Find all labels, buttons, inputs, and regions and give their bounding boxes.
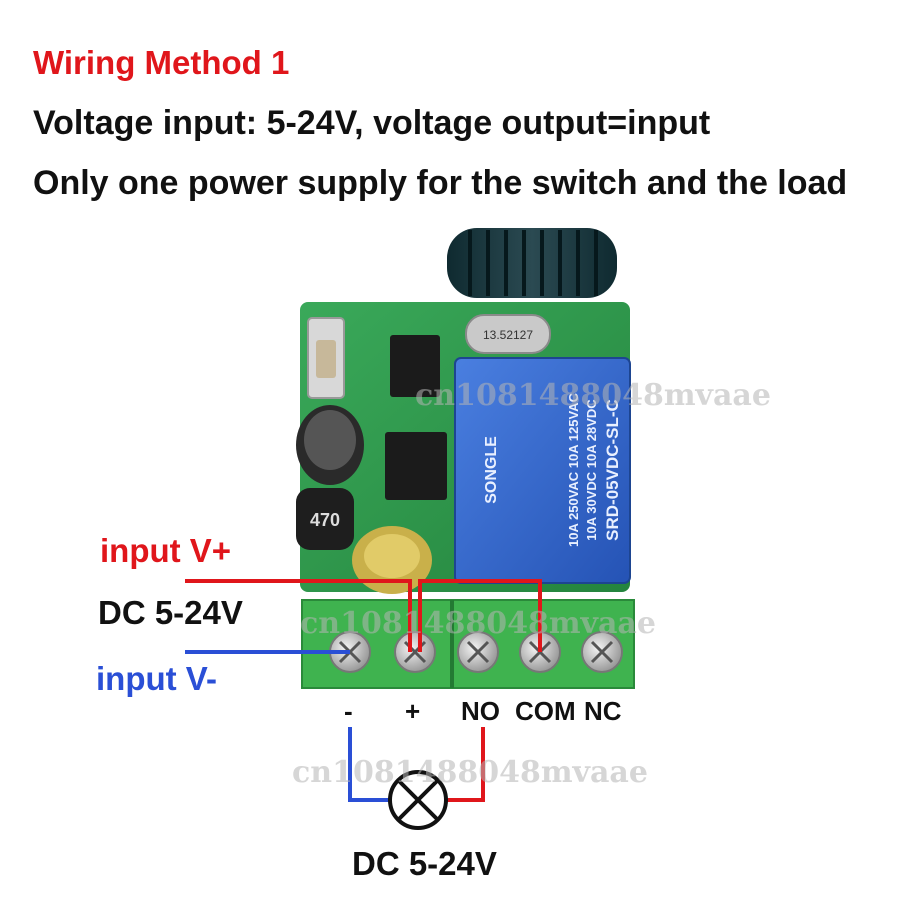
svg-text:10A 30VDC 10A 28VDC: 10A 30VDC 10A 28VDC [584,399,599,541]
svg-text:10A 250VAC 10A 125VAC: 10A 250VAC 10A 125VAC [566,392,581,547]
svg-text:470: 470 [310,510,340,530]
load-negative-wire [348,727,390,802]
load-no-wire [446,727,485,802]
crystal-oscillator: 13.52127 [465,314,551,354]
terminal-label-no: NO [461,696,500,726]
electrolytic-capacitor [296,405,364,485]
page-title: Wiring Method 1 [33,44,290,81]
watermark: cn1081488048mvaae [415,378,771,413]
positive-wire [185,579,542,652]
ic-chip-upper [390,335,440,397]
watermark: cn1081488048mvaae [300,606,656,641]
svg-text:13.52127: 13.52127 [483,328,533,342]
svg-text:SRD-05VDC-SL-C: SRD-05VDC-SL-C [603,399,622,541]
terminal-label-nc: NC [584,696,622,726]
terminal-label-com: COM [515,696,576,726]
input-voltage-label: DC 5-24V [98,594,243,631]
antenna-coil [447,228,617,298]
input-positive-label: input V+ [100,532,232,569]
filter-capacitor [352,526,432,594]
terminal-screw-nc [581,631,623,673]
terminal-label-minus: - [344,696,353,726]
lamp-icon [388,770,448,830]
watermark: cn1081488048mvaae [292,755,648,790]
relay: SONGLE 10A 250VAC 10A 125VAC 10A 30VDC 1… [454,357,631,584]
ic-chip-lower [385,432,447,500]
input-negative-label: input V- [96,660,217,697]
power-supply-note: Only one power supply for the switch and… [33,164,848,202]
load-supply-label: DC 5-24V [352,845,497,882]
terminal-screw-no [457,631,499,673]
voltage-spec-line: Voltage input: 5-24V, voltage output=inp… [33,104,711,142]
tact-switch [307,317,345,399]
svg-text:SONGLE: SONGLE [483,436,500,504]
terminal-label-plus: + [405,696,421,726]
inductor: 470 [296,488,354,550]
